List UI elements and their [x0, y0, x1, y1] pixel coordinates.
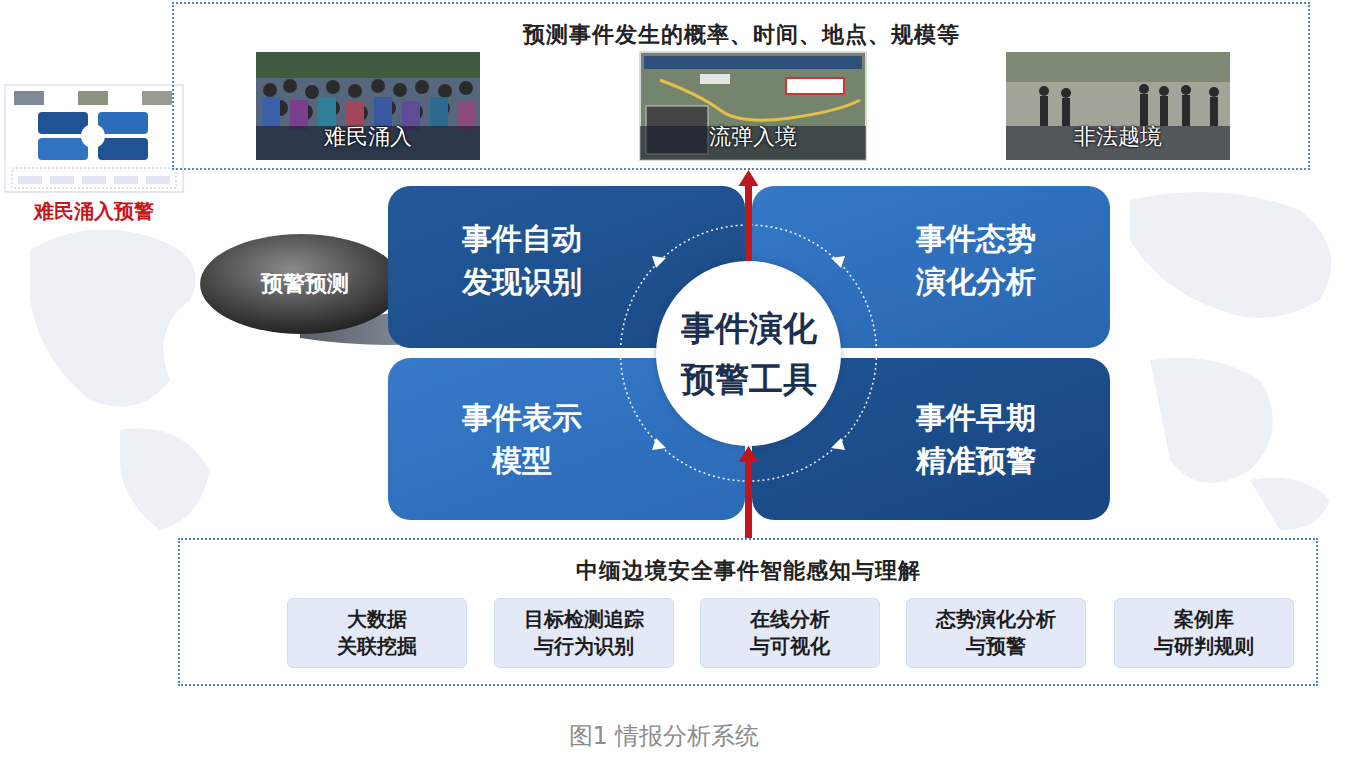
center-circle: 事件演化 预警工具	[656, 261, 841, 446]
quadrant-text: 事件早期 精准预警	[907, 396, 1045, 483]
quadrant-text: 事件自动 发现识别	[453, 217, 591, 304]
crowd-photo	[256, 52, 480, 160]
band-title: 中缅边境安全事件智能感知与理解	[576, 556, 921, 586]
callout-text: 预警预测	[261, 269, 349, 299]
module-text: 案例库 与研判规则	[1134, 606, 1274, 660]
thumbnail-box: 难民涌入预警	[5, 85, 183, 227]
module-box: 案例库 与研判规则	[1114, 598, 1294, 668]
callout-ellipse: 预警预测	[198, 232, 404, 336]
photo-panel: 难民涌入	[256, 52, 480, 160]
thumbnail-label: 难民涌入预警	[34, 198, 154, 225]
photo-label: 流弹入境	[709, 122, 797, 152]
arrow-head	[739, 170, 759, 186]
quadrant-text: 事件态势 演化分析	[907, 217, 1045, 304]
map-photo	[640, 52, 866, 160]
module-text: 在线分析 与可视化	[720, 606, 860, 660]
band-title: 预测事件发生的概率、时间、地点、规模等	[523, 20, 960, 50]
photo-label: 非法越境	[1074, 122, 1162, 152]
arrow-shaft	[745, 184, 752, 261]
circle-text: 事件演化 预警工具	[674, 303, 824, 405]
prediction-band: 预测事件发生的概率、时间、地点、规模等难民涌入 流弹入境 非法越境	[172, 2, 1310, 170]
figure-caption: 图1 情报分析系统	[0, 720, 1328, 752]
module-box: 在线分析 与可视化	[700, 598, 880, 668]
module-box: 目标检测追踪 与行为识别	[494, 598, 674, 668]
quadrant-text: 事件表示 模型	[453, 396, 591, 483]
photo-label: 难民涌入	[324, 122, 412, 152]
photo-panel: 非法越境	[1006, 52, 1230, 160]
module-box: 态势演化分析 与预警	[906, 598, 1086, 668]
module-text: 目标检测追踪 与行为识别	[514, 606, 654, 660]
module-box: 大数据 关联挖掘	[287, 598, 467, 668]
module-text: 大数据 关联挖掘	[307, 606, 447, 660]
border-photo	[1006, 52, 1230, 160]
module-text: 态势演化分析 与预警	[926, 606, 1066, 660]
arrow-shaft	[745, 460, 752, 538]
perception-band: 中缅边境安全事件智能感知与理解大数据 关联挖掘 目标检测追踪 与行为识别 在线分析 …	[178, 538, 1318, 686]
thumbnail-diagram	[5, 85, 183, 192]
photo-panel: 流弹入境	[640, 52, 866, 160]
